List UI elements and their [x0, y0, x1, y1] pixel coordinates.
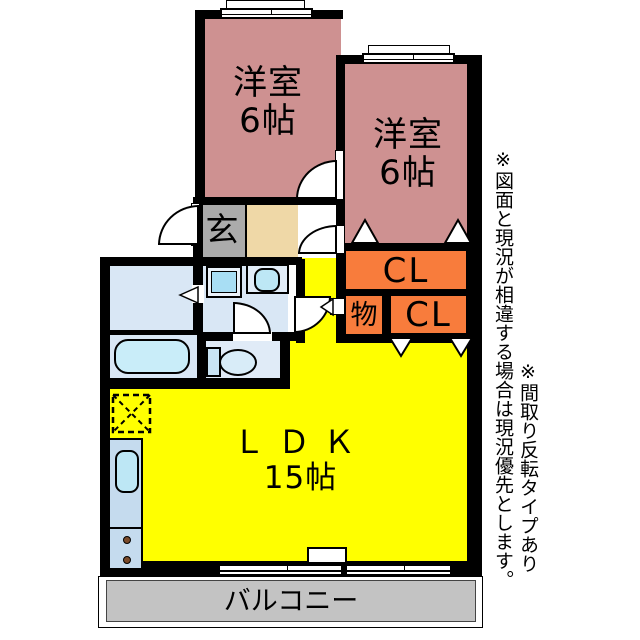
- wall: [383, 293, 390, 337]
- balcony-window-left: [218, 564, 343, 576]
- kitchen-sink-icon: [115, 450, 139, 493]
- wall: [100, 378, 290, 389]
- wall: [337, 243, 482, 251]
- note-drawing-discrepancy: ※図面と現況が相違する場合は現況優先とします。: [492, 149, 514, 589]
- wall: [195, 10, 205, 205]
- bedroom2-label: 洋室 6帖: [348, 116, 468, 192]
- storage-label: 物: [350, 300, 378, 331]
- ldk-label: ＬＤＫ 15帖: [228, 424, 373, 496]
- counter-box: [307, 547, 347, 564]
- washroom-left-room: [105, 262, 197, 332]
- wall: [193, 197, 203, 335]
- toilet-bowl-icon: [219, 349, 257, 376]
- bedroom1-size: 6帖: [239, 101, 297, 141]
- balcony-label: バルコニー: [223, 586, 359, 617]
- closet-bottom-label: CL: [405, 295, 452, 335]
- closet-top-label: CL: [382, 251, 430, 291]
- wall: [105, 330, 200, 335]
- bedroom2-window: [362, 53, 455, 64]
- entrance-label: 玄: [205, 210, 239, 249]
- balcony: バルコニー: [106, 580, 476, 622]
- washing-machine-drum-icon: [211, 271, 237, 293]
- bedroom2-size: 6帖: [379, 153, 437, 193]
- entrance-door-arc: [158, 205, 199, 245]
- balcony-window-right: [345, 564, 452, 576]
- vanity-sink-icon: [254, 268, 280, 292]
- counter-divider: [109, 527, 142, 529]
- wall: [280, 340, 290, 389]
- wall: [337, 290, 482, 295]
- bedroom1-name: 洋室: [233, 63, 303, 103]
- sliding-door-gap: [192, 285, 204, 303]
- ldk-size: 15帖: [263, 460, 338, 496]
- sliding-door-pocket: [288, 265, 296, 332]
- wall: [337, 335, 482, 343]
- wall: [197, 335, 206, 389]
- wall: [100, 257, 110, 576]
- bedroom2-name: 洋室: [373, 115, 443, 155]
- bathtub-icon: [114, 339, 190, 374]
- stove-knob-icon: [123, 556, 131, 564]
- bedroom2-door-leaf: [336, 225, 345, 254]
- stove-knob-icon: [123, 536, 131, 544]
- wall: [195, 197, 345, 205]
- note-mirrored-layout: ※間取り反転タイプあり: [517, 361, 539, 573]
- wall: [467, 55, 482, 576]
- bedroom1-window: [220, 8, 313, 19]
- ldk-name: ＬＤＫ: [232, 423, 368, 461]
- hallway: [244, 200, 300, 260]
- toilet-door-gap: [233, 331, 272, 341]
- bedroom1-label: 洋室 6帖: [208, 64, 328, 140]
